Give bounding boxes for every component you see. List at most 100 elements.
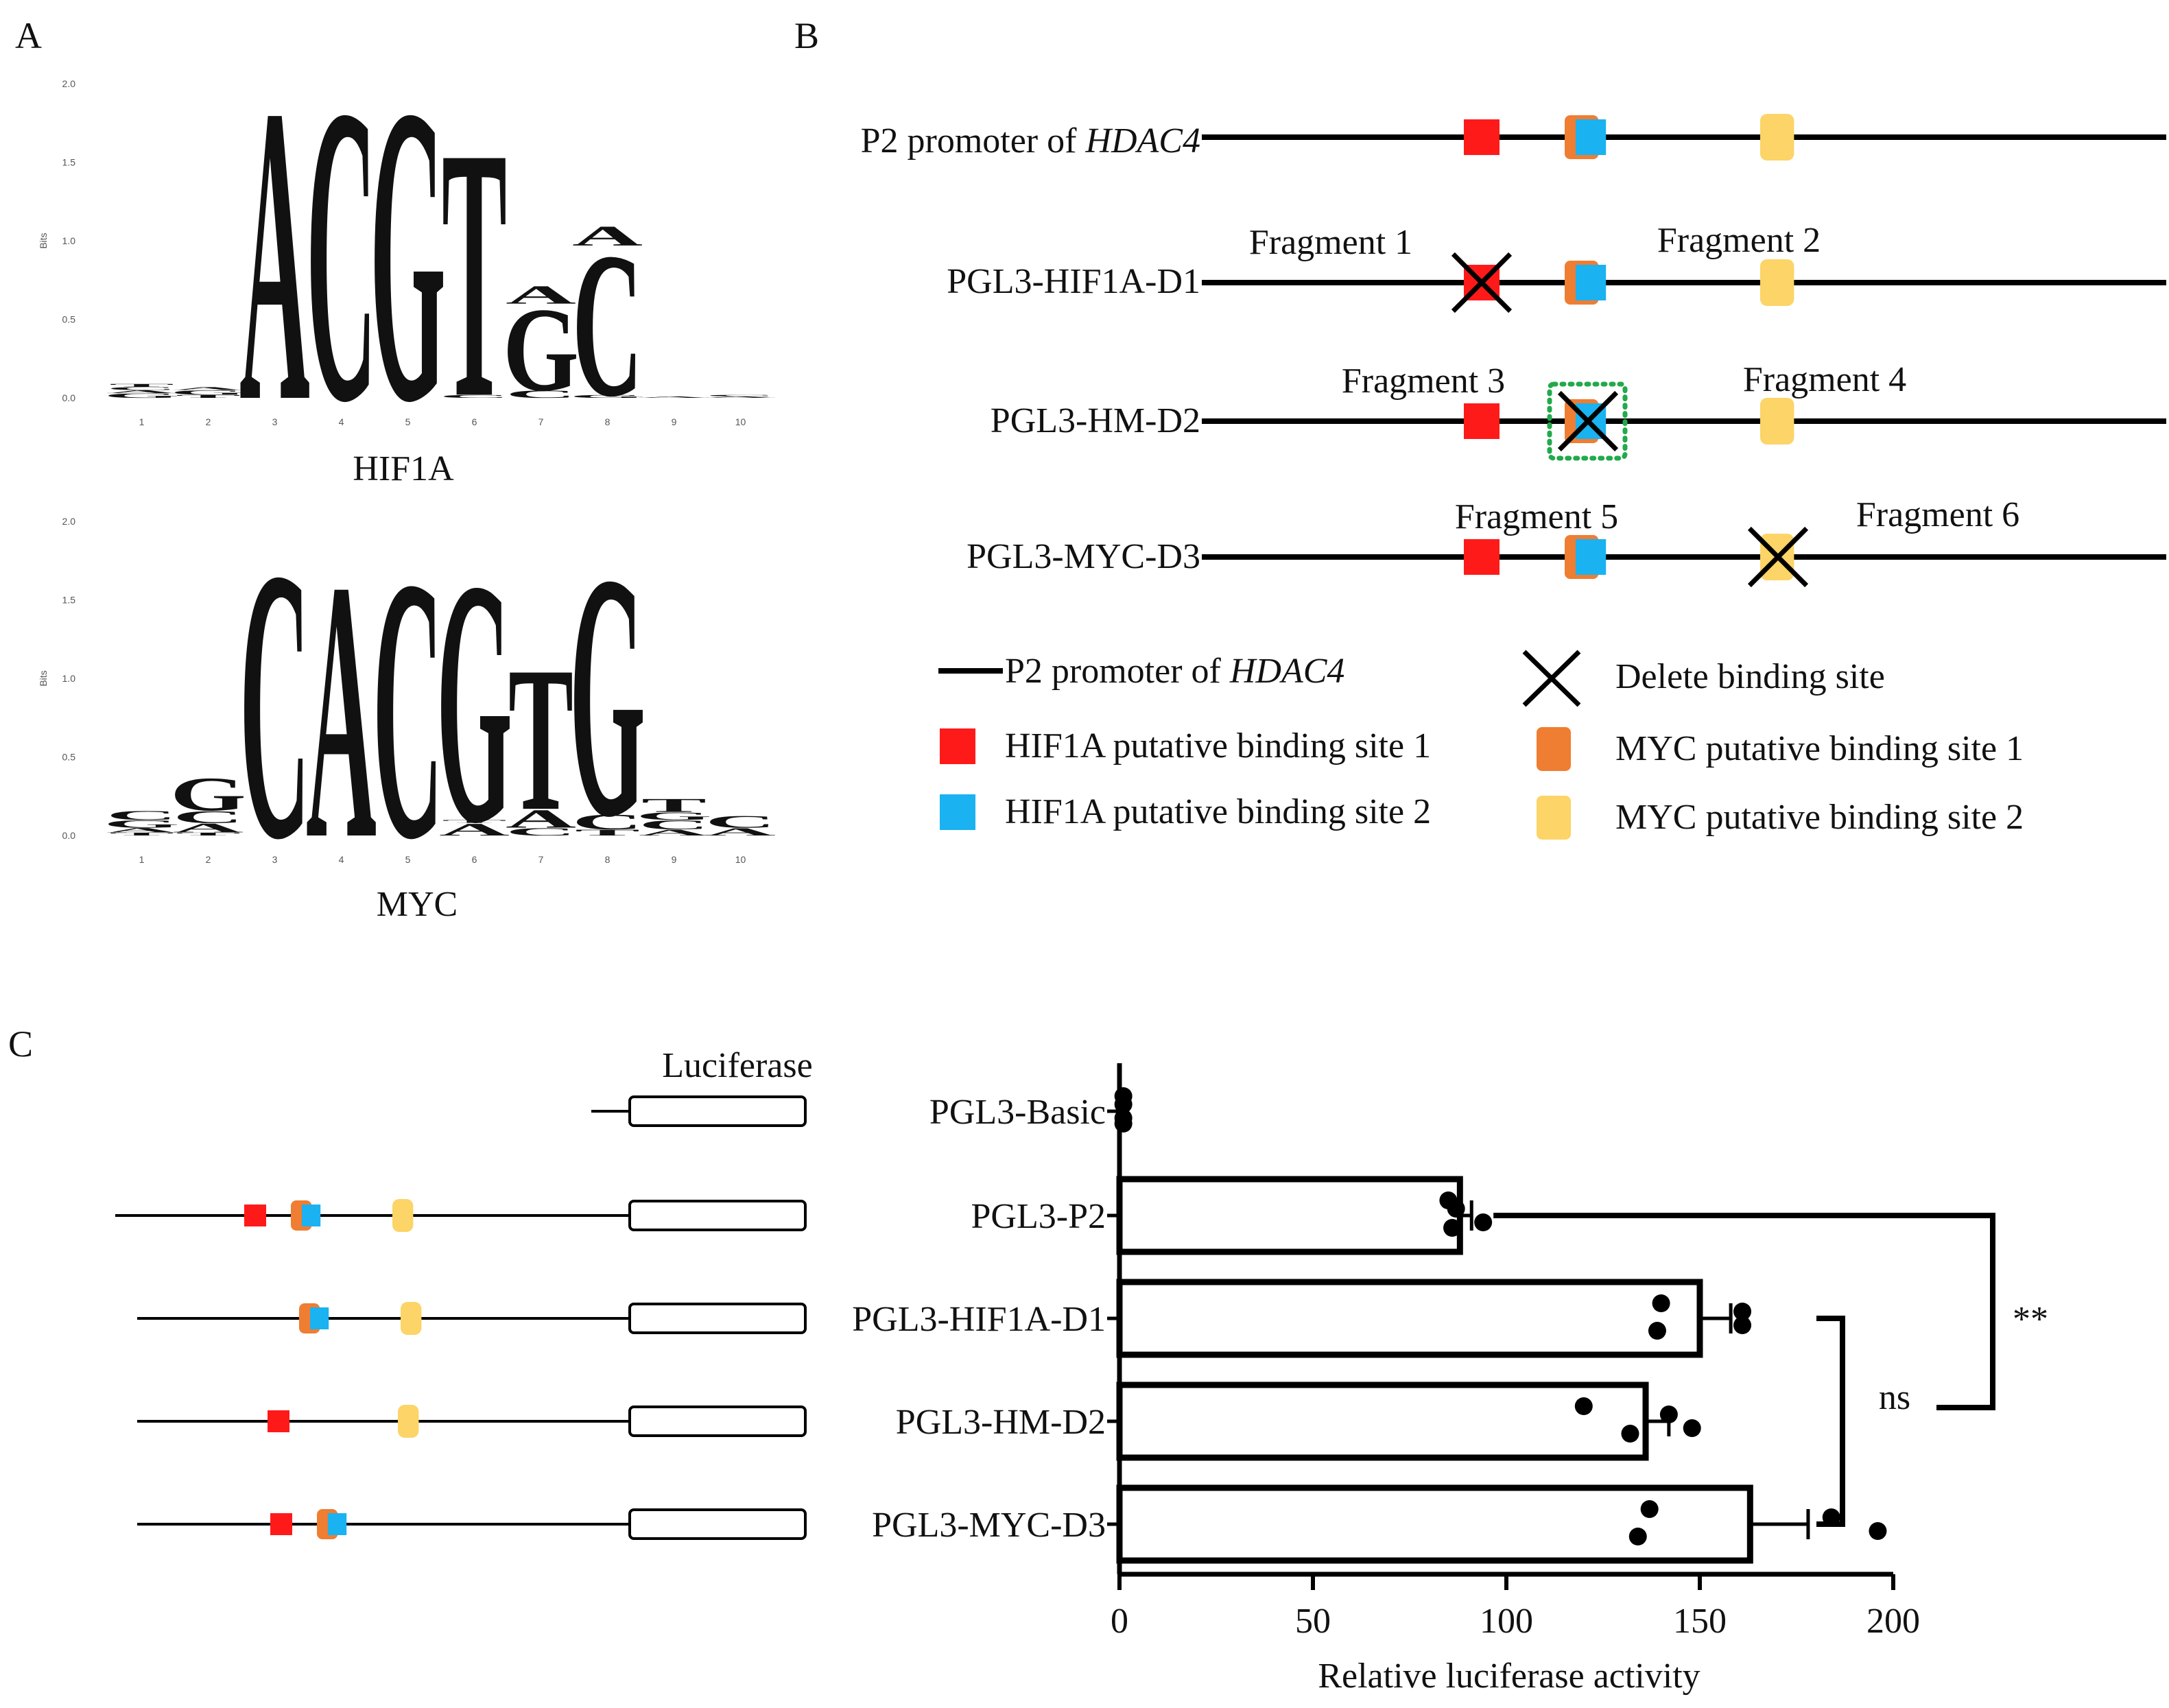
luciferase-label: Luciferase — [662, 1046, 812, 1085]
logo-x-tick-label: 3 — [272, 854, 278, 865]
myc-site2-marker — [1760, 114, 1794, 161]
logo-y-tick-label: 0.0 — [62, 392, 76, 403]
legend-delete-icon — [1522, 650, 1581, 707]
logo-x-tick-label: 2 — [206, 416, 211, 427]
significance-label: ** — [2013, 1300, 2048, 1339]
logo-x-tick-label: 4 — [339, 416, 344, 427]
fragment-label: Fragment 2 — [1657, 221, 1821, 260]
y-category-label: PGL3-HIF1A-D1 — [852, 1300, 1106, 1339]
legend-line-label: P2 promoter of HDAC4 — [1005, 652, 1344, 691]
logo-x-tick-label: 8 — [605, 854, 611, 865]
x-tick-label: 200 — [1866, 1602, 1920, 1641]
luciferase-box — [628, 1200, 807, 1231]
legend: P2 promoter of HDAC4 Delete binding site… — [938, 650, 2024, 840]
logo-x-tick-label: 6 — [472, 854, 477, 865]
legend-hif1a-site2-swatch — [940, 794, 975, 830]
legend-hif1a-site1-swatch — [940, 728, 975, 764]
logo-letter: G — [503, 283, 579, 417]
luciferase-box — [628, 1303, 807, 1334]
logo-letter: A — [572, 220, 643, 252]
logo-x-tick-label: 7 — [538, 854, 544, 865]
data-point — [1621, 1425, 1639, 1443]
logo-y-tick-label: 1.5 — [62, 595, 76, 606]
hif1a-site2-marker — [328, 1513, 347, 1535]
logo-letter: A — [106, 827, 177, 834]
logo-letter: G — [370, 18, 446, 490]
x-axis-label: Relative luciferase activity — [1318, 1657, 1700, 1696]
logo-x-tick-label: 10 — [735, 854, 746, 865]
logo-letter: G — [170, 768, 246, 821]
y-category-label: PGL3-Basic — [929, 1093, 1106, 1132]
hif1a-site2-marker — [1576, 265, 1607, 300]
logo-letter: C — [639, 818, 709, 832]
logo-letter: A — [705, 396, 776, 399]
data-point — [1443, 1219, 1462, 1237]
logo-letter: A — [439, 820, 510, 840]
logo-letter: A — [239, 18, 310, 490]
logo-letter: C — [705, 394, 776, 397]
construct-label: PGL3-HIF1A-D1 — [947, 262, 1200, 301]
data-point — [1733, 1316, 1752, 1334]
luciferase-construct-diagrams — [115, 1095, 807, 1540]
logo-x-tick-label: 2 — [206, 854, 211, 865]
legend-delete-label: Delete binding site — [1615, 657, 1885, 696]
panel-label-c: C — [8, 1023, 33, 1065]
logo-letter: C — [572, 211, 643, 440]
logo-letter: C — [239, 488, 310, 921]
x-tick-label: 150 — [1673, 1602, 1727, 1641]
data-point — [1683, 1419, 1701, 1437]
logo-y-tick-label: 1.5 — [62, 157, 76, 168]
fragment-label: Fragment 4 — [1743, 360, 1906, 399]
hif1a-site2-marker — [302, 1205, 321, 1226]
myc-site2-marker — [1760, 398, 1794, 444]
logo-letter: A — [639, 828, 709, 838]
logo-x-tick-label: 5 — [405, 416, 411, 427]
logo-y-axis-label: Bits — [38, 233, 49, 248]
data-point — [1628, 1528, 1647, 1545]
logo-letter: C — [306, 18, 377, 490]
hif1a-site1-marker — [1464, 119, 1500, 155]
logo-letter: T — [508, 624, 573, 854]
hif1a-site1-marker — [1464, 539, 1500, 575]
myc-site2-marker — [401, 1302, 422, 1335]
delete-cross — [1451, 252, 1513, 313]
logo-x-tick-label: 3 — [272, 416, 278, 427]
delete-cross — [1747, 526, 1809, 588]
logo-letter: T — [109, 831, 174, 836]
logo-letter: T — [575, 828, 640, 838]
logo-letter: C — [506, 826, 576, 838]
myc-site2-marker — [392, 1199, 414, 1232]
data-point — [1869, 1522, 1887, 1540]
logo-y-tick-label: 0.5 — [62, 314, 76, 325]
legend-myc-site2-swatch — [1537, 796, 1571, 840]
construct-row-myc-d3: PGL3-MYC-D3 Fragment 5 Fragment 6 — [967, 495, 2019, 576]
fragment-label: Fragment 1 — [1249, 223, 1412, 262]
y-category-label: PGL3-MYC-D3 — [872, 1506, 1106, 1545]
luciferase-box — [628, 1095, 807, 1127]
logo-x-tick-label: 9 — [672, 854, 677, 865]
hif1a-site1-marker — [1464, 403, 1500, 439]
myc-site2-marker — [398, 1405, 419, 1438]
hif1a-logo-name: HIF1A — [353, 449, 454, 488]
x-tick-label: 50 — [1295, 1602, 1331, 1641]
construct-row-hif1a-d1: PGL3-HIF1A-D1 Fragment 1 Fragment 2 — [947, 221, 1821, 301]
logo-letter: C — [106, 386, 177, 391]
construct-label-text: P2 promoter of — [861, 121, 1086, 161]
logo-y-tick-label: 0.5 — [62, 752, 76, 763]
logo-letter: A — [506, 804, 576, 833]
logo-x-tick-label: 1 — [139, 416, 145, 427]
x-tick-label: 0 — [1111, 1602, 1128, 1641]
logo-letter: A — [306, 504, 377, 916]
data-point — [1574, 1397, 1593, 1415]
construct-row-hm-d2: PGL3-HM-D2 Fragment 3 Fragment 4 — [991, 360, 1906, 440]
bar — [1116, 1176, 1463, 1255]
logo-y-tick-label: 1.0 — [62, 235, 76, 246]
logo-letter: C — [106, 808, 177, 822]
logo-letter: A — [173, 820, 244, 835]
logo-letter: G — [436, 508, 512, 896]
bar — [1116, 1279, 1703, 1358]
significance-bracket — [1816, 1316, 1845, 1527]
